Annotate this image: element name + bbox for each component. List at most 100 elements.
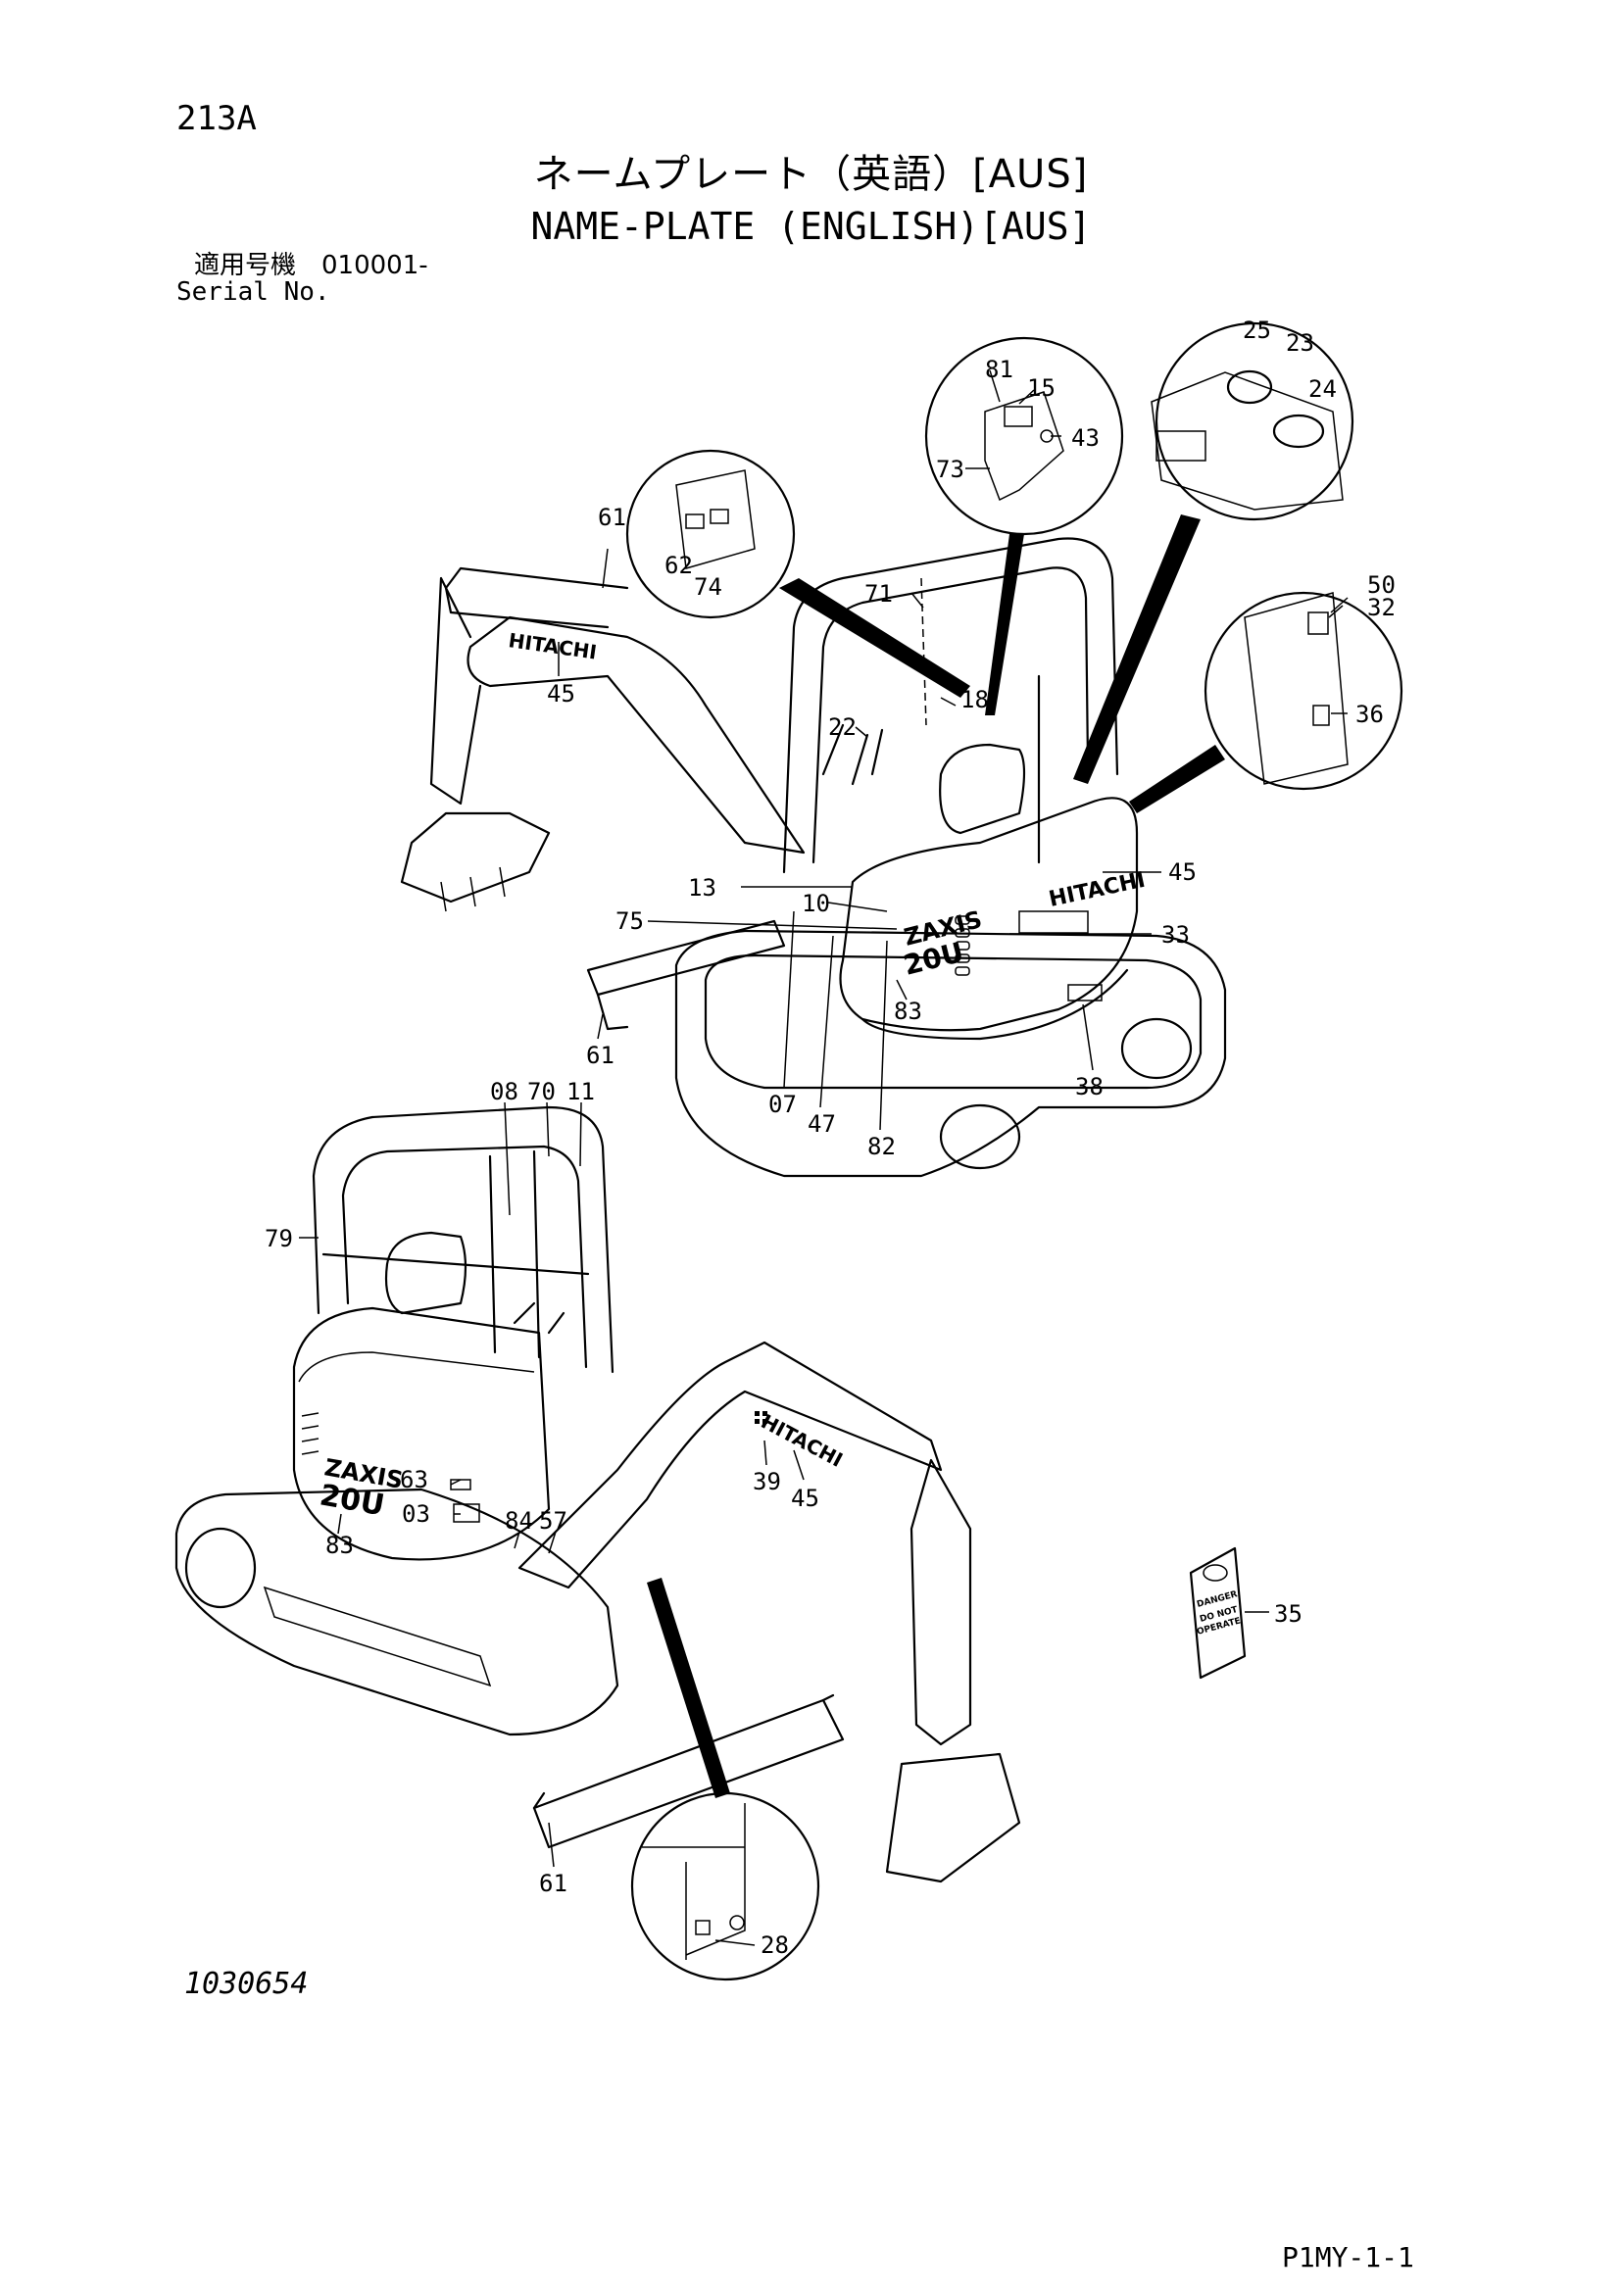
- front-idler: [184, 1527, 257, 1609]
- vent-slots-bottom: [301, 1412, 319, 1455]
- leader-wedge-3: [1073, 514, 1201, 784]
- inset-circle-cab-decal: [625, 449, 796, 619]
- callout-labels: 61 62 74 45 81 15 43 73 25 23 24 50 32 3…: [265, 317, 1396, 1959]
- dozer-blade-bottom: [532, 1698, 845, 1849]
- drawing-number: 1030654: [184, 1967, 309, 2001]
- leader-lines-top: [558, 369, 1349, 1131]
- callout-28: 28: [761, 1931, 789, 1959]
- bucket-top: [400, 811, 551, 904]
- leader-wedge-4: [1129, 745, 1225, 813]
- callout-36: 36: [1355, 701, 1384, 728]
- callout-75: 75: [615, 907, 644, 935]
- callout-35: 35: [1274, 1600, 1303, 1628]
- callout-79: 79: [265, 1225, 293, 1252]
- callout-82: 82: [867, 1133, 896, 1160]
- callout-39: 39: [753, 1468, 781, 1495]
- inset-blade-detail: [642, 1803, 746, 1960]
- fuel-opening: [1272, 414, 1325, 449]
- operator-seat: [939, 743, 1026, 835]
- callout-71: 71: [864, 580, 893, 608]
- decal-15: [1004, 406, 1033, 427]
- boom-bottom: [517, 1341, 943, 1589]
- arm-bottom: [909, 1458, 972, 1746]
- callout-15: 15: [1027, 374, 1056, 402]
- track-frame: [263, 1586, 492, 1687]
- decal-28: [695, 1920, 711, 1935]
- callout-18: 18: [960, 686, 989, 713]
- decal-03: [453, 1503, 480, 1523]
- callout-32: 32: [1367, 594, 1396, 621]
- callout-61-blade: 61: [586, 1042, 614, 1069]
- hitachi-logo-top: HITACHI: [1047, 868, 1148, 912]
- canopy-posts-bottom: [488, 1149, 541, 1359]
- callout-08: 08: [490, 1078, 518, 1105]
- callout-47: 47: [808, 1110, 836, 1138]
- boom-dot-logo: [755, 1411, 767, 1424]
- rear-decal: [1067, 984, 1103, 1001]
- callout-83-bottom: 83: [325, 1532, 354, 1559]
- body-bottom: [292, 1306, 551, 1561]
- decal-62: [685, 513, 705, 529]
- decal-74: [710, 509, 729, 524]
- vent-slots: [955, 915, 970, 976]
- track-right: [674, 929, 1227, 1178]
- canopy-frame: [782, 537, 1119, 874]
- callout-07: 07: [768, 1091, 797, 1118]
- callout-57: 57: [539, 1507, 567, 1535]
- boom-top: [467, 615, 806, 855]
- leader-lines-bottom: [299, 1101, 1269, 1946]
- callout-45-boom: 45: [547, 680, 575, 708]
- inset-circle-blade-decal: [630, 1791, 820, 1981]
- page-reference: P1MY-1-1: [1282, 2241, 1414, 2273]
- callout-10: 10: [802, 890, 830, 917]
- serial-label-english: Serial No.: [176, 277, 330, 307]
- callout-74: 74: [694, 573, 722, 601]
- callout-63: 63: [400, 1466, 428, 1493]
- excavator-bottom-view: ZAXIS 20U HITACHI: [174, 1101, 1269, 1981]
- callout-25: 25: [1243, 317, 1271, 344]
- boom-cylinder: [444, 566, 629, 629]
- track-left: [174, 1488, 619, 1736]
- callout-03: 03: [402, 1500, 430, 1528]
- canopy-frame-bottom: [312, 1105, 614, 1374]
- arm-top: [429, 576, 482, 806]
- seat-bottom: [384, 1231, 467, 1315]
- callout-43: 43: [1071, 424, 1100, 452]
- callout-61-bottom: 61: [539, 1870, 567, 1897]
- decal-50: [1307, 611, 1329, 635]
- body-top-edge: [298, 1351, 535, 1383]
- levers-bottom: [513, 1301, 565, 1335]
- hitachi-logo-boom-top: HITACHI: [507, 628, 598, 663]
- pump-panel: [1244, 592, 1349, 785]
- leader-wedge-5: [647, 1578, 730, 1798]
- blade-corners: [532, 1693, 835, 1810]
- callout-45-bottom: 45: [791, 1485, 819, 1512]
- callout-81: 81: [985, 356, 1013, 383]
- idler-wheel: [939, 1103, 1021, 1170]
- inset-circle-pump: [1204, 591, 1403, 791]
- page-code: 213A: [176, 99, 257, 138]
- body-panel-decal: [1018, 910, 1089, 934]
- serial-label-japanese: 適用号機 010001-: [194, 251, 428, 280]
- callout-61-top: 61: [598, 504, 626, 531]
- callout-45-body: 45: [1168, 858, 1197, 886]
- control-levers: [821, 723, 884, 786]
- inset-panel-62: [675, 469, 756, 569]
- decal-28-mark: [729, 1915, 745, 1930]
- callout-11: 11: [566, 1078, 595, 1105]
- callout-23: 23: [1286, 329, 1314, 357]
- callout-24: 24: [1308, 375, 1337, 403]
- canopy-inner-bottom: [341, 1145, 588, 1369]
- callout-84: 84: [505, 1507, 533, 1535]
- callout-73: 73: [936, 456, 964, 483]
- callout-62: 62: [664, 552, 693, 579]
- fuel-tank-body: [1151, 371, 1344, 511]
- track-inner: [704, 953, 1203, 1090]
- sprocket-wheel: [1120, 1017, 1193, 1080]
- fuel-cap: [1226, 369, 1273, 405]
- title-english: NAME-PLATE (ENGLISH)[AUS]: [530, 205, 1092, 248]
- callout-83-top: 83: [894, 998, 922, 1025]
- tag-hole: [1203, 1564, 1228, 1582]
- excavator-top-view: HITACHI ZAXIS 20U HITACHI: [400, 321, 1403, 1178]
